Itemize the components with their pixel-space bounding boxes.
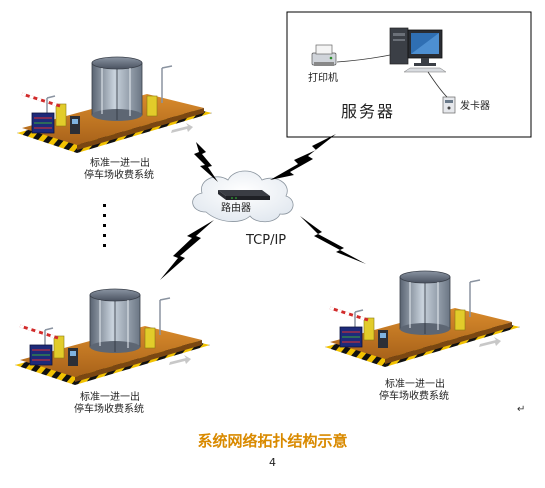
card-issuer-label: 发卡器 [460,101,490,112]
station-1-label-line1: 标准一进一出 [90,158,150,169]
station-2-label-line1: 标准一进一出 [80,392,140,403]
link-bolt-station-left [160,220,214,280]
card-issuer-icon [442,96,456,114]
station-1-label-line2: 停车场收费系统 [84,170,154,181]
more-stations-dots [103,204,106,247]
page-number: 4 [269,456,276,469]
station-3-label-line2: 停车场收费系统 [379,391,449,402]
printer-cable [336,54,391,63]
server-computer-icon [389,27,447,73]
diagram-caption: 系统网络拓扑结构示意 [197,432,348,450]
link-bolt-station-right [300,216,366,264]
server-label: 服务器 [341,102,396,121]
protocol-label: TCP/IP [246,233,287,248]
link-bolt-station-top [194,142,218,182]
station-2-label-line2: 停车场收费系统 [74,404,144,415]
printer-label: 打印机 [308,73,338,84]
printer-icon [311,44,337,66]
router-label: 路由器 [221,203,251,214]
parking-station-1 [15,55,214,155]
station-3-label-line1: 标准一进一出 [385,379,445,390]
paragraph-mark: ↵ [517,404,526,415]
parking-station-2 [13,287,212,387]
link-bolt-server [270,134,336,180]
card-issuer-cable [427,71,448,98]
parking-station-3 [323,269,522,369]
router-device-icon [218,190,270,200]
